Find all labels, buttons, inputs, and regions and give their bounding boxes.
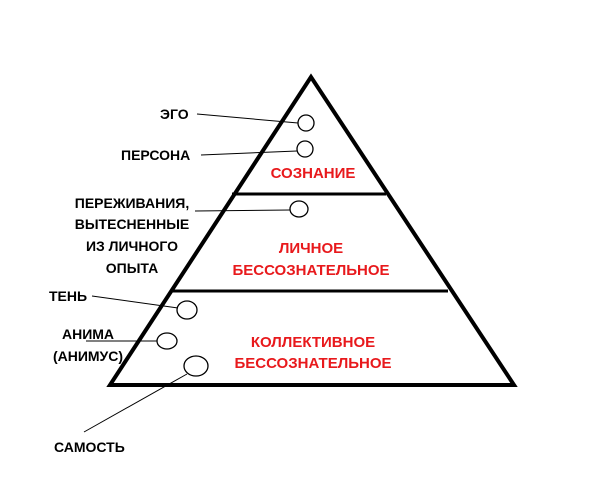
zone-personal-line2: БЕССОЗНАТЕЛЬНОЕ [232,262,389,279]
self-leader [83,373,188,433]
label-repressed-line2: ВЫТЕСНЕННЫЕ [75,216,190,232]
pyramid-outline [106,73,518,387]
label-anima-line1: АНИМА [62,326,114,342]
zone-collective-line1: КОЛЛЕКТИВНОЕ [251,334,375,351]
label-repressed-line3: ИЗ ЛИЧНОГО [86,238,178,254]
label-anima-line2: (АНИМУС) [53,348,123,364]
persona-leader [200,150,298,156]
anima-circle [156,332,178,350]
shadow-leader [91,295,179,309]
label-self: САМОСТЬ [54,439,125,455]
repressed-circle [289,200,309,218]
persona-circle [296,140,314,158]
zone-personal-line1: ЛИЧНОЕ [279,240,343,257]
zone-consciousness: СОЗНАНИЕ [271,165,356,182]
label-repressed-line4: ОПЫТА [106,260,158,276]
ego-leader [196,113,299,124]
label-shadow: ТЕНЬ [49,288,87,304]
repressed-leader [194,209,291,212]
label-persona: ПЕРСОНА [121,147,190,163]
ego-circle [297,114,315,132]
zone-collective-line2: БЕССОЗНАТЕЛЬНОЕ [234,355,391,372]
label-repressed-line1: ПЕРЕЖИВАНИЯ, [75,195,189,211]
label-ego: ЭГО [160,106,189,122]
self-circle [183,355,209,377]
shadow-circle [176,300,198,320]
